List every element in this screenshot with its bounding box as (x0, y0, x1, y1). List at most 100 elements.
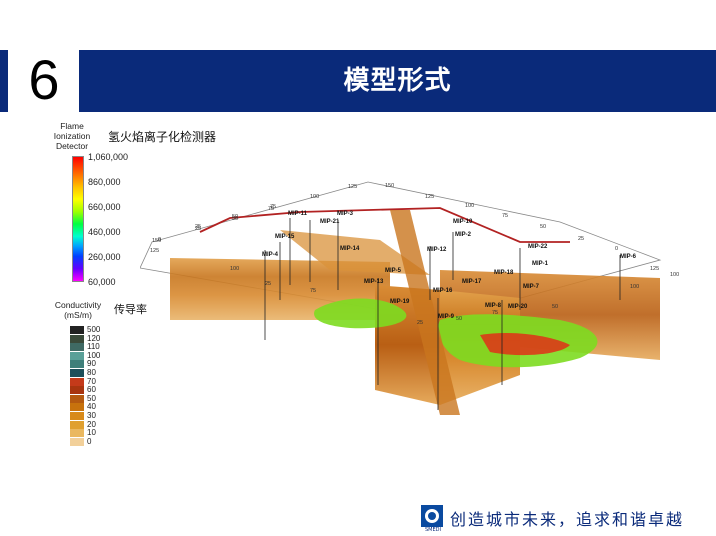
company-logo-icon (421, 505, 443, 527)
fid-label-line: Detector (55, 141, 89, 151)
conductivity-label-line: (mS/m) (64, 310, 92, 320)
grid-number: 0 (615, 246, 618, 252)
fid-label-line: Flame (60, 121, 84, 131)
conductivity-swatch (70, 377, 84, 386)
page-title: 模型形式 (343, 66, 452, 96)
grid-number: 25 (265, 281, 271, 287)
well-label: MIP-2 (455, 232, 472, 238)
contamination-hotspot (480, 333, 570, 356)
grid-number: 50 (232, 214, 238, 220)
grid-number: 25 (195, 226, 201, 232)
grid-number: 50 (552, 304, 558, 310)
well-label: MIP-10 (453, 219, 473, 225)
conductivity-tick: 30 (87, 411, 96, 420)
grid-number: 100 (670, 272, 679, 278)
conductivity-tick: 40 (87, 402, 96, 412)
grid-number: 125 (650, 266, 659, 272)
grid-number: 125 (348, 184, 357, 190)
fid-tick: 60,000 (88, 277, 116, 287)
subsurface-model-illustration: MIP-11 MIP-3 MIP-21 MIP-15 MIP-4 MIP-14 … (140, 181, 679, 415)
fid-legend-label: Flame Ionization Detector (42, 121, 102, 151)
grid-number: 25 (417, 320, 423, 326)
conductivity-tick: 100 (87, 350, 101, 360)
conductivity-tick: 20 (87, 419, 96, 429)
conductivity-tick: 0 (87, 436, 92, 446)
grid-number: 100 (310, 194, 319, 200)
footer-slogan: 创造城市未来，追求和谐卓越 (450, 510, 685, 529)
grid-number: 100 (630, 284, 639, 290)
grid-number: 75 (492, 310, 498, 316)
well-label: MIP-17 (462, 279, 482, 285)
fid-label-line: Ionization (53, 131, 91, 141)
conductivity-swatch (70, 326, 84, 334)
conductivity-swatch (70, 412, 84, 420)
grid-number: 150 (152, 238, 161, 244)
conductivity-tick: 80 (87, 368, 96, 377)
well-label: MIP-14 (340, 246, 360, 252)
fid-tick: 660,000 (88, 202, 121, 212)
grid-number: 125 (425, 194, 434, 200)
conductivity-swatch (70, 403, 84, 412)
conductivity-swatch (70, 437, 84, 446)
well-label: MIP-21 (320, 219, 340, 225)
well-label: MIP-7 (523, 284, 540, 290)
grid-number: 25 (578, 236, 584, 242)
well-label: MIP-22 (528, 244, 548, 250)
conductivity-swatch (70, 429, 84, 438)
well-label: MIP-8 (485, 303, 502, 309)
conductivity-tick: 70 (87, 376, 96, 386)
section-number: 6 (28, 48, 60, 111)
well-label: MIP-3 (337, 211, 354, 217)
header-accent-bar (0, 50, 8, 112)
grid-number: 100 (465, 203, 474, 209)
well-label: MIP-11 (288, 211, 308, 217)
conductivity-tick: 50 (87, 393, 96, 403)
conductivity-swatch (70, 334, 84, 343)
grid-number: 150 (385, 183, 394, 189)
fid-tick: 460,000 (88, 227, 121, 237)
grid-number: 25 (195, 224, 201, 230)
conductivity-tick: 90 (87, 359, 96, 369)
well-label: MIP-19 (390, 299, 410, 305)
site-boundary-line (199, 207, 570, 243)
well-label: MIP-6 (620, 254, 637, 260)
wells (264, 218, 621, 410)
well-label: MIP-4 (262, 252, 279, 258)
conductivity-label-line: Conductivity (54, 300, 102, 310)
conductivity-swatch (70, 386, 84, 395)
conductivity-swatch (70, 360, 84, 369)
conductivity-legend-label: Conductivity (mS/m) (48, 300, 108, 320)
fid-tick: 260,000 (88, 252, 121, 262)
cross-section-panel (280, 230, 430, 275)
cross-section-panel (390, 210, 460, 415)
conductivity-legend-label-cn: 传导率 (114, 303, 147, 316)
well-label: MIP-18 (494, 270, 514, 276)
fid-color-bar (72, 156, 84, 282)
grid-number: 50 (456, 316, 462, 322)
title-bar: 模型形式 (79, 50, 716, 112)
fid-tick: 1,060,000 (88, 152, 129, 162)
contamination-plume (314, 298, 407, 329)
conductivity-tick: 120 (87, 333, 101, 343)
well-label: MIP-13 (364, 279, 384, 285)
well-label: MIP-9 (438, 314, 455, 320)
conductivity-tick: 10 (87, 428, 96, 438)
well-label: MIP-1 (532, 261, 549, 267)
well-label: MIP-12 (427, 247, 447, 253)
well-label: MIP-5 (385, 268, 402, 274)
grid-number: 50 (540, 224, 546, 230)
conductivity-swatch (70, 369, 84, 377)
conductivity-swatch (70, 351, 84, 360)
fid-tick: 860,000 (88, 177, 121, 187)
conductivity-tick: 500 (87, 325, 101, 334)
grid-number: 100 (230, 266, 239, 272)
conductivity-swatch (70, 394, 84, 403)
conductivity-swatch (70, 420, 84, 429)
grid-number: 75 (502, 213, 508, 219)
conductivity-swatch (70, 343, 84, 352)
fid-legend-label-cn: 氢火焰离子化检测器 (108, 130, 217, 144)
grid-number: 75 (268, 206, 274, 212)
grid-number: 75 (270, 204, 276, 210)
grid-plane (140, 181, 662, 321)
grid-number: 50 (232, 216, 238, 222)
